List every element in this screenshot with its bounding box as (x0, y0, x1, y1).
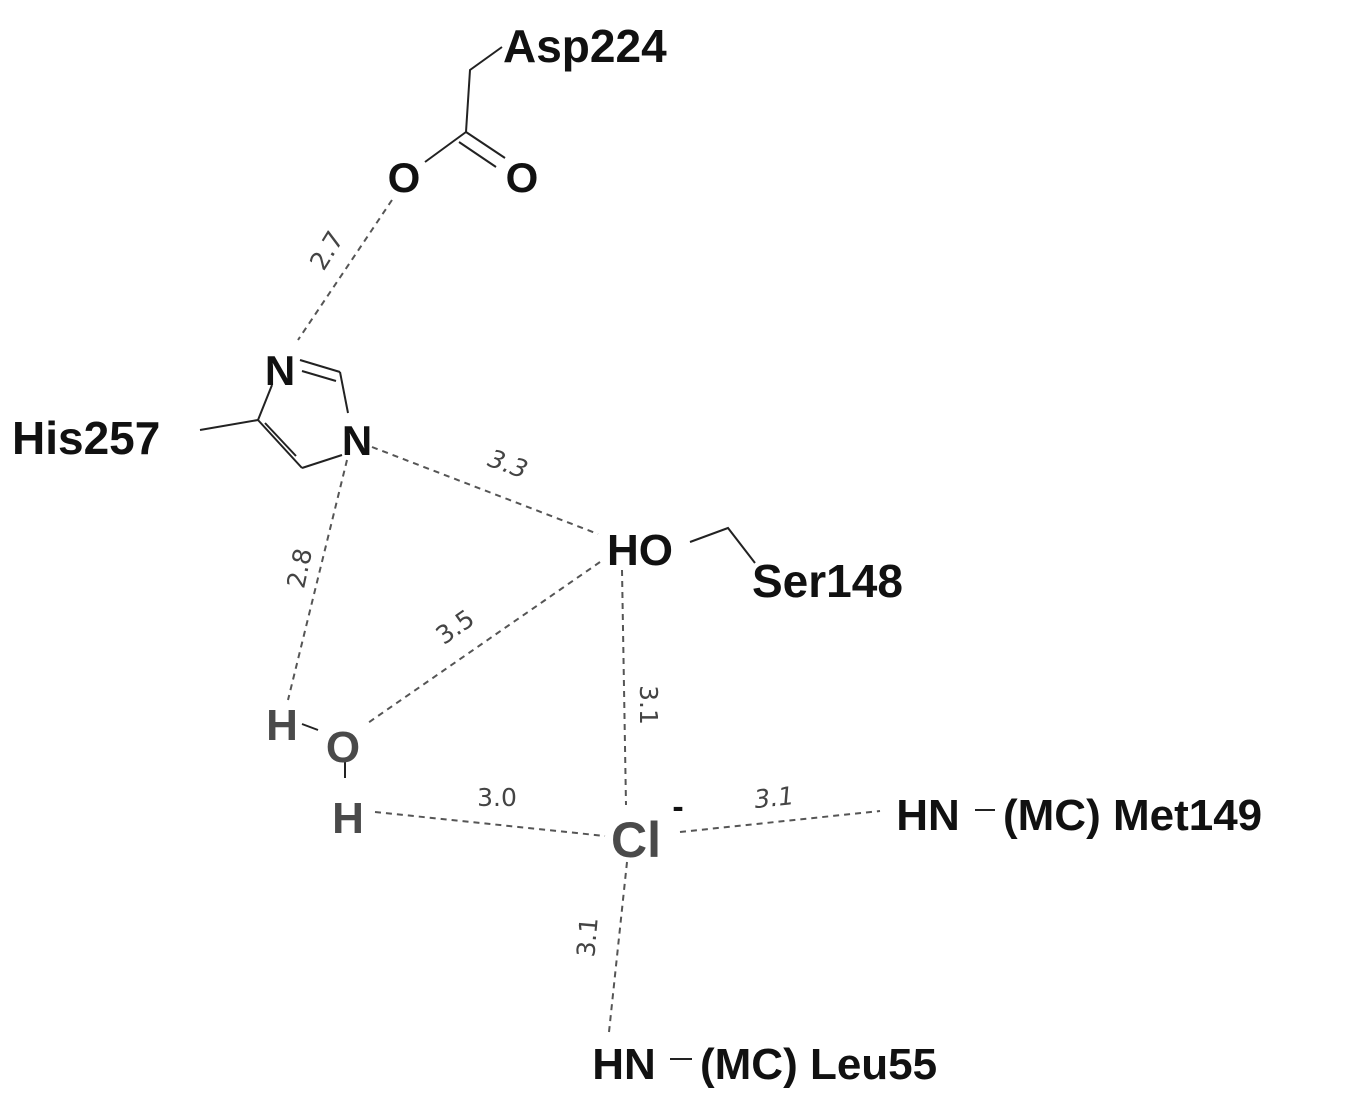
ring-bond-n3-c4 (301, 454, 343, 469)
hbond-o-his (297, 199, 393, 341)
ser-chain-bond (689, 526, 756, 564)
leu-backbone-hn: HN (592, 1040, 656, 1089)
ring-bond-c2-n3 (339, 371, 349, 414)
residue-asp224: Asp224 (503, 20, 667, 72)
water-h1-o-bond (301, 723, 319, 731)
his-nitrogen-top: N (265, 347, 295, 394)
distance-o-his: 2.7 (304, 226, 350, 275)
hbond-cl-leu (608, 861, 628, 1033)
residue-his257: His257 (12, 412, 160, 464)
residue-leu55: (MC) Leu55 (700, 1040, 937, 1089)
residue-met149: (MC) Met149 (1003, 791, 1262, 840)
carboxyl-double-bond-a (465, 131, 506, 159)
water-hydrogen-2: H (332, 794, 364, 843)
water-hydrogen-1: H (266, 701, 298, 750)
distance-ser-cl: 3.1 (634, 685, 663, 725)
residue-ser148: Ser148 (752, 555, 903, 607)
his-nitrogen-bottom: N (342, 417, 372, 464)
hbond-ser-water (364, 561, 601, 726)
carboxyl-bond-left (424, 131, 467, 163)
hydrogen-bonds (287, 199, 881, 1033)
hbond-water-cl (374, 811, 606, 837)
atom-labels: O O N N HO H O H Cl - HN HN (265, 154, 960, 1089)
hbond-ser-cl (621, 569, 627, 806)
ring-bond-n1-c2-a (299, 359, 341, 373)
distance-cl-leu: 3.1 (571, 916, 603, 958)
chloride-charge: - (672, 788, 683, 826)
ring-bond-c4-c5-a (257, 419, 303, 469)
water-oxygen: O (326, 723, 360, 772)
distance-water-cl: 3.0 (477, 783, 517, 812)
asp-chain-bond (465, 46, 503, 133)
asp-carboxyl-oxygen-right: O (506, 154, 539, 201)
distance-labels: 2.7 3.3 2.8 3.5 3.1 3.0 3.1 3.1 (281, 226, 795, 958)
ring-bond-c-n1 (257, 384, 273, 421)
distance-his-water: 2.8 (281, 546, 318, 591)
his-sidechain-bond (199, 419, 259, 431)
distance-ser-water: 3.5 (431, 604, 480, 651)
met-backbone-hn: HN (896, 791, 960, 840)
ser-hydroxyl: HO (607, 526, 673, 575)
hbond-cl-met (679, 810, 881, 833)
distance-cl-met: 3.1 (753, 781, 796, 814)
hbond-his-water (287, 459, 348, 701)
carboxyl-double-bond-b (458, 141, 497, 168)
asp-carboxyl-oxygen-left: O (388, 154, 421, 201)
covalent-bonds (199, 46, 995, 1060)
distance-his-ser: 3.3 (484, 444, 531, 485)
hbond-his-ser (371, 446, 599, 535)
ring-bond-n1-c2-b (301, 370, 337, 382)
ring-bond-c4-c5-b (264, 422, 297, 457)
residue-labels: Asp224 His257 Ser148 (MC) Met149 (MC) Le… (12, 20, 1262, 1089)
chloride-ion: Cl (611, 812, 661, 868)
